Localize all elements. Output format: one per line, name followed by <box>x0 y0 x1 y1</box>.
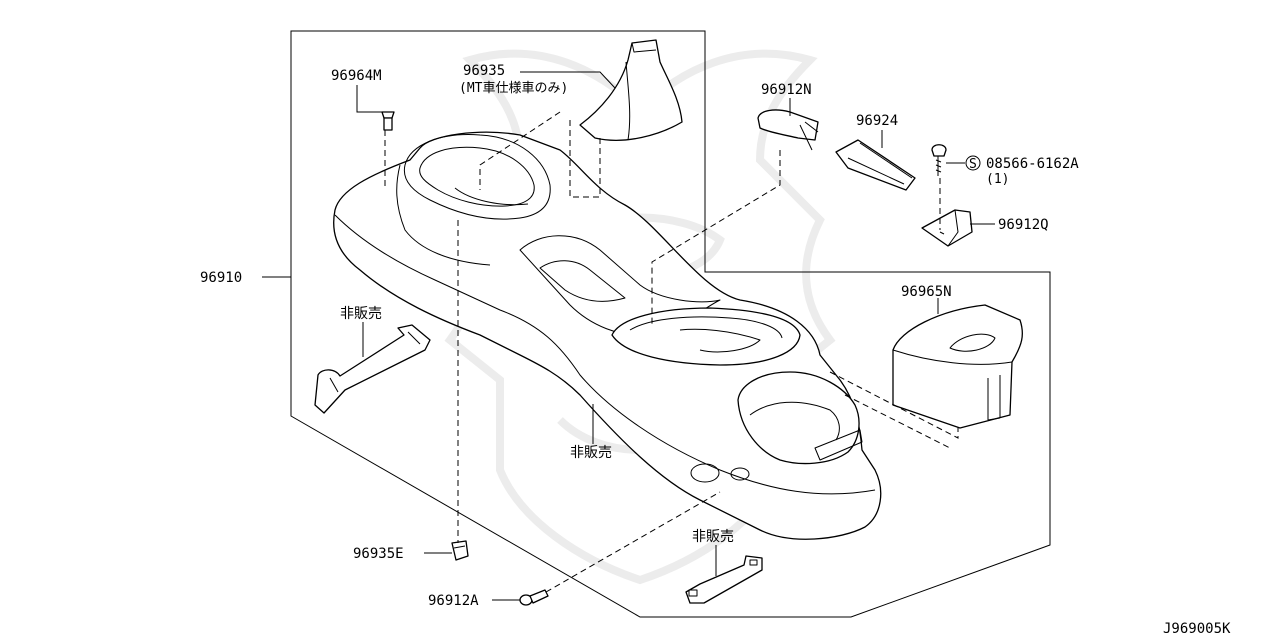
label-08566-6162A: 08566-6162A <box>986 156 1079 172</box>
label-96965N: 96965N <box>901 284 952 300</box>
shift-boot-part <box>579 39 683 141</box>
label-96935E: 96935E <box>353 546 404 562</box>
screw-96912A <box>519 589 549 606</box>
label-08566-qty: (1) <box>986 172 1009 187</box>
label-not-for-sale-bracket-bottom: 非販売 <box>692 529 734 545</box>
label-96924: 96924 <box>856 113 898 129</box>
bracket-96924 <box>835 139 916 191</box>
label-96935: 96935 <box>463 63 505 79</box>
label-96912A: 96912A <box>428 593 479 609</box>
leader-lines <box>262 71 995 601</box>
bracket-96912N <box>757 109 819 151</box>
label-96910: 96910 <box>200 270 242 286</box>
label-not-for-sale-bracket-left: 非販売 <box>340 306 382 322</box>
screw-08566 <box>931 144 981 176</box>
lid-96965N <box>892 304 1023 429</box>
diagram-id: J969005K <box>1163 621 1231 637</box>
clip-96935E <box>451 540 469 561</box>
label-96912Q: 96912Q <box>998 217 1049 233</box>
assembly-dashed-lines <box>384 111 959 593</box>
console-body <box>333 131 882 540</box>
label-96964M: 96964M <box>331 68 382 84</box>
bracket-bottom-not-for-sale <box>685 555 763 604</box>
label-96912N: 96912N <box>761 82 812 98</box>
label-08566-symbol: S <box>969 157 977 172</box>
label-96935-note: (MT車仕様車のみ) <box>459 81 568 96</box>
clip-96964M <box>381 111 395 131</box>
assembly-boundary <box>290 30 1051 618</box>
bracket-96912Q <box>921 209 973 247</box>
label-not-for-sale-console: 非販売 <box>570 445 612 461</box>
bracket-left-not-for-sale <box>314 324 431 414</box>
